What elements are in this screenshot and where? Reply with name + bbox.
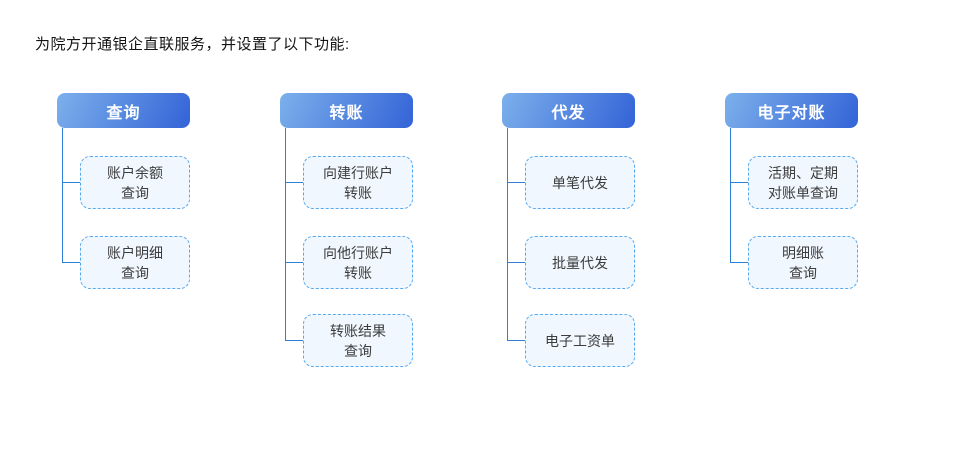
connector-stub xyxy=(285,262,303,263)
connector-stub xyxy=(62,182,80,183)
group-query: 查询 账户余额 查询 账户明细 查询 xyxy=(57,93,190,289)
group-header-transfer: 转账 xyxy=(280,93,413,128)
connector-vline-query xyxy=(62,128,63,262)
page-title: 为院方开通银企直联服务，并设置了以下功能: xyxy=(35,36,350,53)
connector-stub xyxy=(62,262,80,263)
node-detail-account-inquiry: 明细账 查询 xyxy=(748,236,858,289)
group-header-query: 查询 xyxy=(57,93,190,128)
connector-vline-e-reconciliation xyxy=(730,128,731,262)
connector-stub xyxy=(285,340,303,341)
node-e-payslip: 电子工资单 xyxy=(525,314,635,367)
connector-vline-batch-pay xyxy=(507,128,508,340)
node-transfer-result-inquiry: 转账结果 查询 xyxy=(303,314,413,367)
node-single-payment: 单笔代发 xyxy=(525,156,635,209)
node-account-balance-inquiry: 账户余额 查询 xyxy=(80,156,190,209)
group-header-e-reconciliation: 电子对账 xyxy=(725,93,858,128)
node-batch-payment: 批量代发 xyxy=(525,236,635,289)
group-transfer: 转账 向建行账户 转账 向他行账户 转账 转账结果 查询 xyxy=(280,93,413,367)
group-header-batch-pay: 代发 xyxy=(502,93,635,128)
connector-stub xyxy=(507,340,525,341)
connector-vline-transfer xyxy=(285,128,286,340)
node-transfer-to-other-bank: 向他行账户 转账 xyxy=(303,236,413,289)
node-statement-inquiry: 活期、定期 对账单查询 xyxy=(748,156,858,209)
connector-stub xyxy=(285,182,303,183)
connector-stub xyxy=(730,182,748,183)
group-e-reconciliation: 电子对账 活期、定期 对账单查询 明细账 查询 xyxy=(725,93,858,289)
group-batch-pay: 代发 单笔代发 批量代发 电子工资单 xyxy=(502,93,635,367)
node-transfer-to-ccb-account: 向建行账户 转账 xyxy=(303,156,413,209)
connector-stub xyxy=(507,262,525,263)
node-account-detail-inquiry: 账户明细 查询 xyxy=(80,236,190,289)
connector-stub xyxy=(730,262,748,263)
connector-stub xyxy=(507,182,525,183)
